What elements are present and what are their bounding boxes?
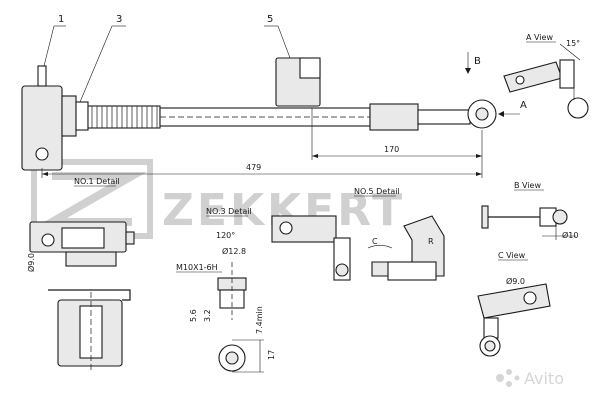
no3-height-3-2: 3.2 xyxy=(203,309,212,322)
callout-3: 3 xyxy=(79,14,126,103)
arrow-b-label: B xyxy=(474,56,481,67)
callout-5-label: 5 xyxy=(267,14,273,25)
spring-coils xyxy=(91,106,158,128)
c-view-title: C View xyxy=(498,251,526,260)
c-view-bracket xyxy=(477,283,551,319)
spring-guard xyxy=(87,105,161,129)
dimension-170-label: 170 xyxy=(384,145,399,154)
no1-detail: NO.1 Detail Ø9.0 xyxy=(26,177,135,372)
no3-nut-bore xyxy=(225,351,239,365)
avito-text: Avito xyxy=(524,369,564,388)
a-view-banjo xyxy=(567,97,589,119)
no5-detail-title: NO.5 Detail xyxy=(354,187,400,196)
left-fitting-nut xyxy=(75,101,89,131)
left-fitting-bolt xyxy=(37,65,47,87)
callout-5: 5 xyxy=(264,14,291,59)
hose-assembly xyxy=(21,57,497,171)
a-view-bracket-hole xyxy=(515,75,525,85)
no3-detail-title: NO.3 Detail xyxy=(206,207,252,216)
b-view-title: B View xyxy=(514,181,541,190)
c-view-coil-inner xyxy=(484,340,496,352)
banjo-hole xyxy=(475,107,489,121)
left-fitting-collar xyxy=(61,95,77,137)
no1-lower-bracket-top xyxy=(48,289,131,301)
no3-thread-label: M10X1-6H xyxy=(176,263,218,272)
no1-clip-foot xyxy=(65,251,117,267)
a-view-bracket xyxy=(503,61,563,93)
right-tube xyxy=(417,109,471,125)
no5-side-bracket xyxy=(371,215,445,277)
callout-1: 1 xyxy=(43,14,66,67)
no1-clip-hole xyxy=(41,233,55,247)
dimension-479: 479 xyxy=(41,130,483,178)
avito-dot-3 xyxy=(506,381,512,387)
c-view-hole xyxy=(523,291,537,305)
a-view-tube xyxy=(559,59,575,89)
no3-radius-label: 7.4min xyxy=(255,306,264,334)
callout-3-label: 3 xyxy=(116,14,122,25)
no5-arrow-c xyxy=(367,244,393,249)
no5-bracket-coil xyxy=(335,263,349,277)
c-view: C View Ø9.0 xyxy=(477,251,551,357)
dimension-479-label: 479 xyxy=(246,163,261,172)
avito-dot-4 xyxy=(514,375,520,381)
c-view-diameter: Ø9.0 xyxy=(506,276,525,286)
no3-flare-diameter: Ø12.8 xyxy=(222,246,246,256)
no1-detail-title: NO.1 Detail xyxy=(74,177,120,186)
no3-detail: NO.3 Detail 120° Ø12.8 M10X1-6H 5.6 3.2 … xyxy=(176,207,276,373)
no5-bracket-top xyxy=(271,215,337,243)
arrow-a-label: A xyxy=(520,100,527,111)
c-view-leg xyxy=(483,317,499,339)
avito-dot-1 xyxy=(496,374,504,382)
view-arrow-a: A xyxy=(498,100,527,117)
a-view: A View 15° xyxy=(503,33,589,119)
left-fitting-hole xyxy=(35,147,49,161)
no3-hex-size: 17 xyxy=(267,350,276,360)
b-view-flange xyxy=(481,205,489,229)
view-arrow-b: B xyxy=(465,52,481,74)
right-crimp xyxy=(369,103,419,131)
callout-1-label: 1 xyxy=(58,14,64,25)
no5-radius-label: R xyxy=(428,237,434,246)
b-view: B View Ø10 xyxy=(481,181,578,240)
no1-clip-tab xyxy=(125,231,135,245)
no1-hole-diameter: Ø9.0 xyxy=(26,253,36,272)
no5-detail: NO.5 Detail C R xyxy=(271,187,445,281)
a-view-title: A View xyxy=(526,33,553,42)
no3-height-5-6: 5.6 xyxy=(189,309,198,322)
a-view-angle-label: 15° xyxy=(566,39,580,48)
no5-side-slot xyxy=(387,261,437,281)
no1-clip-window xyxy=(61,227,105,249)
b-view-diameter: Ø10 xyxy=(562,230,578,240)
no5-bracket-hole xyxy=(279,221,293,235)
no3-angle-label: 120° xyxy=(216,231,235,240)
b-view-banjo xyxy=(552,209,568,225)
mid-bracket-tab xyxy=(299,57,321,79)
avito-dot-2 xyxy=(506,369,512,375)
arrow-c-label: C xyxy=(372,237,378,246)
dimension-170: 170 xyxy=(311,108,482,160)
avito-watermark: Avito xyxy=(496,369,564,388)
